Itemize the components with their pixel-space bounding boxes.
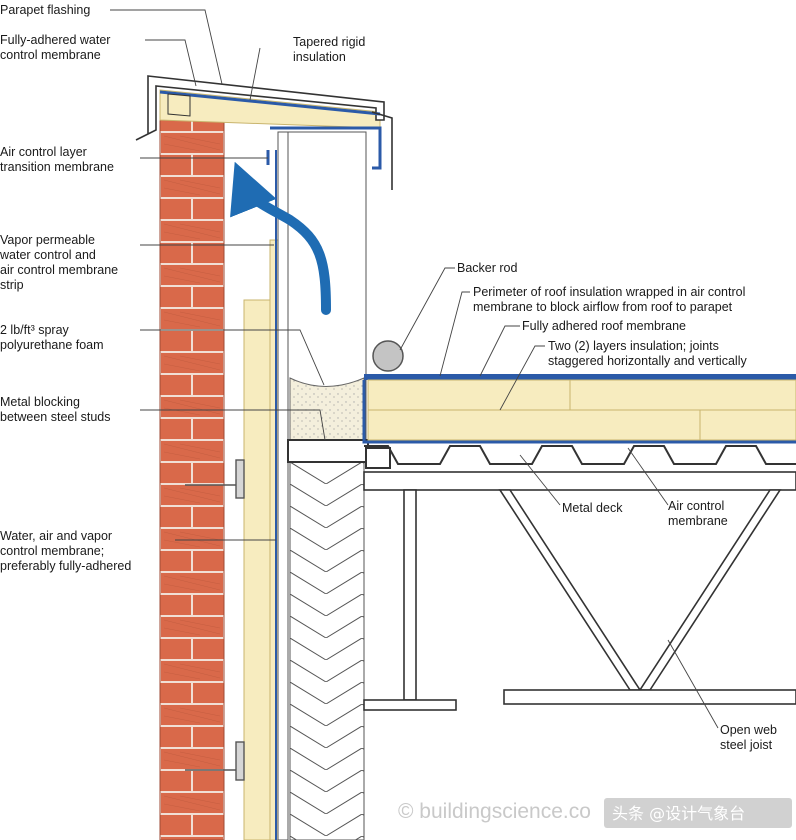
- roof-insulation-lower: [367, 409, 796, 441]
- watermark-source: © buildingscience.co: [398, 800, 591, 823]
- open-web-steel-joist: [498, 489, 796, 705]
- watermark-platform: 头条 @设计气象台: [612, 804, 745, 823]
- parapet-flashing: [135, 75, 385, 141]
- callout-labels: Parapet flashing Fully-adhered water con…: [0, 3, 777, 752]
- label-perimeter-1: Perimeter of roof insulation wrapped in …: [473, 285, 745, 299]
- label-vapor-permeable-1: Vapor permeable: [0, 233, 95, 247]
- spray-polyurethane-foam: [289, 377, 365, 441]
- label-metal-blocking-1: Metal blocking: [0, 395, 80, 409]
- perimeter-wrap-membrane: [362, 380, 796, 444]
- air-control-transition-membrane: [270, 126, 382, 170]
- label-perimeter-2: membrane to block airflow from roof to p…: [473, 300, 733, 314]
- label-air-control-membrane-2: membrane: [668, 514, 728, 528]
- label-backer-rod: Backer rod: [457, 261, 517, 275]
- label-air-control-membrane-1: Air control: [668, 499, 724, 513]
- watermark-platform-bg: [604, 798, 792, 828]
- batt-insulation: [289, 461, 365, 840]
- label-metal-blocking-2: between steel studs: [0, 410, 111, 424]
- label-metal-deck: Metal deck: [562, 501, 623, 515]
- brick-veneer: [159, 117, 225, 840]
- cap-cleat: [167, 93, 191, 117]
- water-control-membrane-cap: [159, 90, 381, 116]
- leader-lines: [110, 9, 719, 729]
- steel-beam-web: [403, 489, 417, 701]
- joist-top-chord: [363, 471, 796, 491]
- label-air-control-transition-2: transition membrane: [0, 160, 114, 174]
- label-air-control-transition-1: Air control layer: [0, 145, 87, 159]
- label-wavc-membrane-3: preferably fully-adhered: [0, 559, 131, 573]
- label-vapor-permeable-2: water control and: [0, 248, 96, 262]
- steel-beam-flange: [363, 699, 457, 711]
- label-parapet-flashing: Parapet flashing: [0, 3, 90, 17]
- exterior-insulation: [243, 299, 271, 840]
- label-two-layers-1: Two (2) layers insulation; joints: [548, 339, 719, 353]
- label-vapor-permeable-4: strip: [0, 278, 24, 292]
- label-fully-adhered-water-1: Fully-adhered water: [0, 33, 110, 47]
- roof-membrane: [364, 374, 796, 380]
- parapet-liner: [371, 111, 393, 190]
- deck-angle: [365, 447, 391, 469]
- backer-rod: [372, 340, 404, 372]
- label-spray-foam-2: polyurethane foam: [0, 338, 104, 352]
- label-fully-adhered-roof: Fully adhered roof membrane: [522, 319, 686, 333]
- label-fully-adhered-water-2: control membrane: [0, 48, 101, 62]
- roof-insulation-upper: [367, 379, 796, 411]
- label-tapered-rigid-2: insulation: [293, 50, 346, 64]
- sheathing: [277, 131, 289, 840]
- label-vapor-permeable-3: air control membrane: [0, 263, 118, 277]
- label-tapered-rigid-1: Tapered rigid: [293, 35, 365, 49]
- airflow-arrow: [230, 161, 331, 315]
- brick-ties: [185, 459, 245, 781]
- label-open-web-2: steel joist: [720, 738, 773, 752]
- label-open-web-1: Open web: [720, 723, 777, 737]
- label-wavc-membrane-1: Water, air and vapor: [0, 529, 112, 543]
- metal-blocking: [287, 439, 369, 463]
- label-spray-foam-1: 2 lb/ft³ spray: [0, 323, 70, 337]
- label-two-layers-2: staggered horizontally and vertically: [548, 354, 747, 368]
- metal-deck: [364, 445, 796, 465]
- label-wavc-membrane-2: control membrane;: [0, 544, 104, 558]
